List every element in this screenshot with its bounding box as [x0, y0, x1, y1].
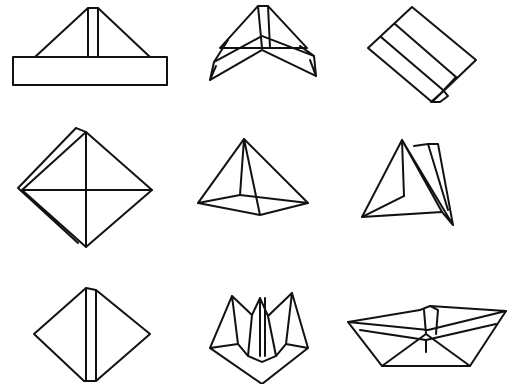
step-9-paper-boat — [348, 306, 506, 366]
step-3-tilted-square — [368, 7, 476, 102]
step-5-triangle-base — [198, 139, 308, 215]
step-4-diamond — [18, 128, 152, 247]
step-7-narrow-diamond — [34, 288, 150, 381]
step-1-hat — [13, 8, 167, 85]
step-2-folded-hat — [210, 6, 316, 80]
step-6-narrow-triangle — [362, 140, 453, 225]
step-8-crown-shape — [210, 293, 308, 384]
